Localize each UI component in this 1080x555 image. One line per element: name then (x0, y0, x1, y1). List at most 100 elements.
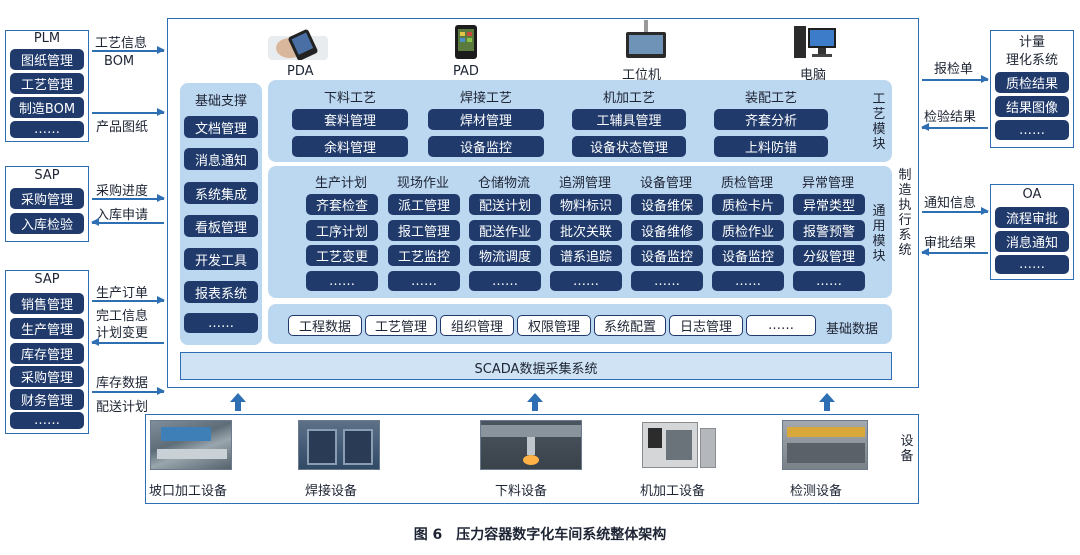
general-column-title: 异常管理 (801, 176, 854, 191)
flow-label: 配送计划 (96, 400, 149, 415)
process-item: 上料防错 (714, 136, 828, 157)
process-column-title: 焊接工艺 (459, 91, 512, 106)
general-module-label: 通用模块 (872, 204, 886, 264)
general-item: 报警预警 (793, 220, 865, 241)
sap-erp-item: 销售管理 (10, 293, 84, 314)
general-item: 质检作业 (712, 220, 784, 241)
flow-label: 库存数据 (96, 376, 149, 391)
equipment-label: 焊接设备 (305, 484, 358, 499)
flow-arrow-right (92, 195, 165, 201)
general-item: 设备监控 (712, 245, 784, 266)
equipment-label: 坡口加工设备 (149, 484, 228, 499)
equipment-label: 下料设备 (495, 484, 548, 499)
process-item: 焊材管理 (428, 109, 544, 130)
general-item: 异常类型 (793, 194, 865, 215)
base-data-label: 基础数据 (826, 322, 879, 337)
sap-erp-item: 财务管理 (10, 389, 84, 410)
sap-erp-item: …… (10, 412, 84, 429)
flow-label: 工艺信息 (95, 36, 148, 51)
general-item: …… (631, 271, 703, 291)
general-column-title: 追溯管理 (558, 176, 611, 191)
base-data-item: 工程数据 (288, 315, 362, 336)
plm-item: 工艺管理 (10, 73, 84, 94)
sap-purchase-title: SAP (34, 168, 60, 183)
general-column-title: 质检管理 (720, 176, 773, 191)
base-support-item: 消息通知 (184, 148, 258, 170)
general-item: 配送作业 (469, 220, 541, 241)
general-column-title: 仓储物流 (477, 176, 530, 191)
process-item: 设备监控 (428, 136, 544, 157)
figure-caption: 图 6 压力容器数字化车间系统整体架构 (413, 527, 667, 543)
process-item: 套料管理 (292, 109, 408, 130)
metrology-item: 质检结果 (995, 72, 1069, 93)
sap-erp-item: 生产管理 (10, 318, 84, 339)
oa-item: 流程审批 (995, 207, 1069, 228)
plm-item: 图纸管理 (10, 49, 84, 70)
general-item: …… (388, 271, 460, 291)
sap-purchase-item: 采购管理 (10, 188, 84, 209)
sap-purchase-item: 入库检验 (10, 213, 84, 234)
bevel-machine-image (150, 420, 232, 470)
general-item: 工艺变更 (306, 245, 378, 266)
cnc-machine-image (640, 420, 718, 470)
base-support-item: 文档管理 (184, 116, 258, 138)
general-item: 设备监控 (631, 245, 703, 266)
plm-title: PLM (33, 31, 61, 46)
base-support-item: …… (184, 313, 258, 333)
flow-arrow-left (91, 219, 164, 225)
flow-arrow-left (921, 124, 988, 130)
general-item: 工艺监控 (388, 245, 460, 266)
base-data-item: 系统配置 (594, 315, 666, 336)
process-module-label: 工艺模块 (872, 92, 886, 152)
equipment-section-label: 设备 (900, 434, 914, 464)
pda-device-icon (268, 26, 328, 61)
device-label: PDA (287, 64, 314, 79)
general-item: 分级管理 (793, 245, 865, 266)
base-support-item: 系统集成 (184, 182, 258, 204)
general-item: 物流调度 (469, 245, 541, 266)
metrology-item: 结果图像 (995, 96, 1069, 117)
cutting-machine-image (480, 420, 582, 470)
metrology-item: …… (995, 120, 1069, 140)
general-column-title: 现场作业 (396, 176, 449, 191)
oa-item: 消息通知 (995, 231, 1069, 252)
pad-device-icon (454, 24, 478, 60)
equipment-label: 机加工设备 (640, 484, 706, 499)
flow-label: 生产订单 (96, 286, 149, 301)
general-item: 批次关联 (550, 220, 622, 241)
general-column-title: 生产计划 (314, 176, 367, 191)
general-item: …… (550, 271, 622, 291)
base-data-item: …… (746, 315, 816, 336)
flow-arrow-right (92, 109, 165, 115)
scada-label: SCADA数据采集系统 (474, 362, 598, 377)
process-item: 余料管理 (292, 136, 408, 157)
base-support-item: 开发工具 (184, 248, 258, 270)
general-item: 配送计划 (469, 194, 541, 215)
flow-label: 检验结果 (924, 110, 977, 125)
flow-arrow-left (91, 339, 164, 345)
flow-arrow-right (92, 297, 165, 303)
flow-label: 完工信息 (96, 309, 149, 324)
flow-label: 通知信息 (924, 196, 977, 211)
up-arrow-icon (527, 393, 543, 411)
flow-label: 入库申请 (96, 208, 149, 223)
inspection-machine-image (782, 420, 868, 470)
flow-label: 采购进度 (96, 184, 149, 199)
general-item: …… (793, 271, 865, 291)
flow-arrow-left (921, 249, 988, 255)
device-label: 工位机 (622, 68, 662, 83)
flow-label: 报检单 (934, 62, 974, 77)
flow-label: BOM (104, 54, 135, 69)
general-item: …… (306, 271, 378, 291)
flow-label: 审批结果 (924, 236, 977, 251)
sap-erp-item: 库存管理 (10, 343, 84, 364)
general-item: 派工管理 (388, 194, 460, 215)
device-label: PAD (453, 64, 479, 79)
welding-machine-image (298, 420, 380, 470)
flow-arrow-right (92, 47, 165, 53)
base-data-item: 权限管理 (517, 315, 591, 336)
general-column-title: 设备管理 (639, 176, 692, 191)
flow-label: 产品图纸 (96, 120, 149, 135)
process-column-title: 下料工艺 (323, 91, 376, 106)
oa-item: …… (995, 255, 1069, 274)
